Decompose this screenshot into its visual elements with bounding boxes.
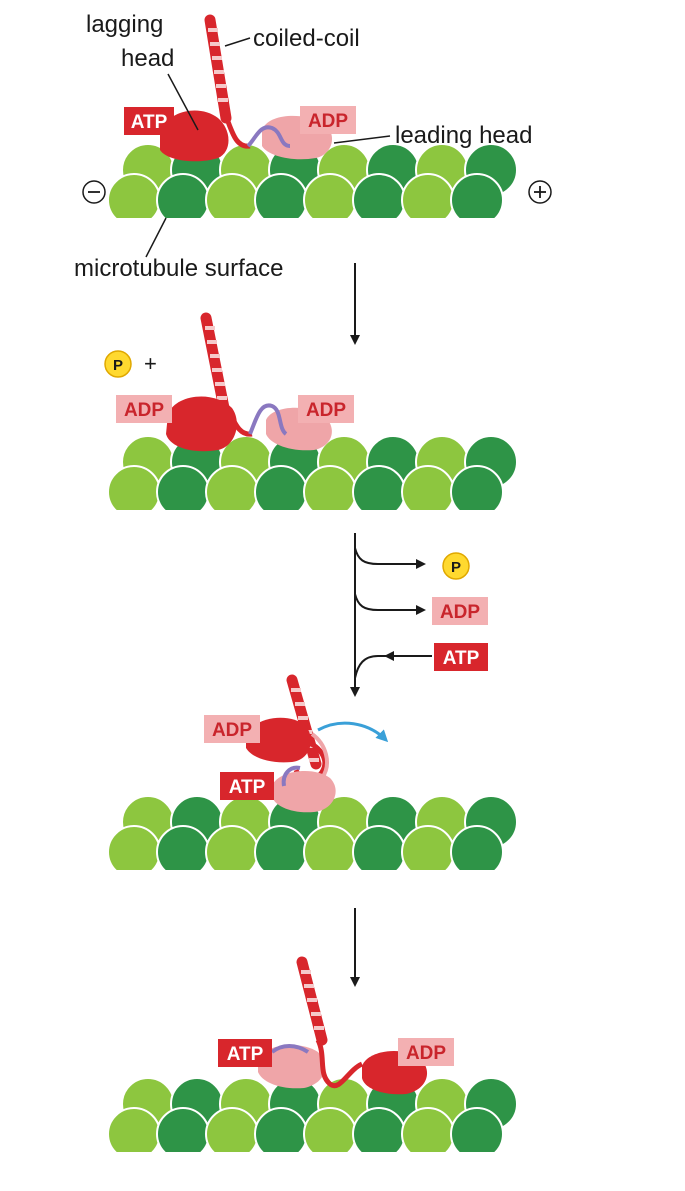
- motion-arrow: [317, 721, 389, 743]
- svg-text:ADP: ADP: [124, 400, 164, 421]
- svg-text:ADP: ADP: [308, 111, 348, 132]
- svg-text:ADP: ADP: [440, 602, 480, 623]
- svg-text:ATP: ATP: [443, 648, 480, 669]
- svg-text:ATP: ATP: [229, 777, 266, 798]
- microtubule-surface: [100, 143, 530, 230]
- svg-text:ATP: ATP: [131, 112, 168, 133]
- surface-edge-mask: [100, 218, 530, 230]
- phosphate-icon: P: [104, 350, 132, 378]
- release-bind-arrows: [350, 533, 432, 697]
- adp-tag: ADP: [116, 395, 172, 423]
- neck-linker: [281, 765, 301, 787]
- trailing-head: [258, 1045, 326, 1089]
- plus-end-icon: [528, 180, 552, 204]
- microtubule-surface: [100, 1077, 530, 1164]
- stage-1: ATP ADP lagging head coiled-coil leading…: [74, 11, 552, 282]
- svg-text:P: P: [113, 357, 123, 374]
- coiled-coil: [204, 14, 232, 124]
- adp-tag: ADP: [398, 1038, 454, 1066]
- adp-tag: ADP: [298, 395, 354, 423]
- lagging-head-label: lagging: [86, 11, 163, 38]
- surface-edge-mask: [100, 1152, 530, 1164]
- plus-sign: +: [144, 351, 157, 376]
- adp-tag: ADP: [204, 715, 260, 743]
- svg-text:ADP: ADP: [306, 400, 346, 421]
- svg-text:ATP: ATP: [227, 1044, 264, 1065]
- atp-tag: ATP: [220, 772, 274, 800]
- svg-text:ADP: ADP: [406, 1043, 446, 1064]
- leading-head-label: leading head: [395, 122, 532, 149]
- coiled-coil-label: coiled-coil: [253, 25, 360, 52]
- neck-linker: [248, 403, 288, 436]
- surface-edge-mask: [100, 870, 530, 882]
- stage-4: ATP ADP: [100, 956, 530, 1164]
- lagging-head-label-line2: head: [121, 45, 174, 72]
- atp-tag: ATP: [218, 1039, 272, 1067]
- neck-linker: [270, 1044, 310, 1054]
- neck-linker: [246, 125, 291, 148]
- phosphate-icon: P: [442, 552, 470, 580]
- coiled-coil: [200, 312, 230, 414]
- adp-tag: ADP: [432, 597, 488, 625]
- atp-tag: ATP: [434, 643, 488, 671]
- stage-3: ADP ATP: [100, 674, 530, 882]
- stage-2: ADP ADP P +: [100, 312, 530, 522]
- coiled-coil: [296, 956, 328, 1046]
- atp-tag: ATP: [124, 107, 174, 135]
- lagging-head: [246, 717, 311, 763]
- microtubule-surface-label: microtubule surface: [74, 255, 283, 282]
- adp-tag: ADP: [300, 106, 356, 134]
- svg-text:ADP: ADP: [212, 720, 252, 741]
- minus-end-icon: [82, 180, 106, 204]
- leading-head: [272, 771, 336, 813]
- lagging-head: [166, 396, 237, 452]
- surface-edge-mask: [100, 510, 530, 522]
- svg-text:P: P: [451, 559, 461, 576]
- lagging-head: [160, 110, 229, 162]
